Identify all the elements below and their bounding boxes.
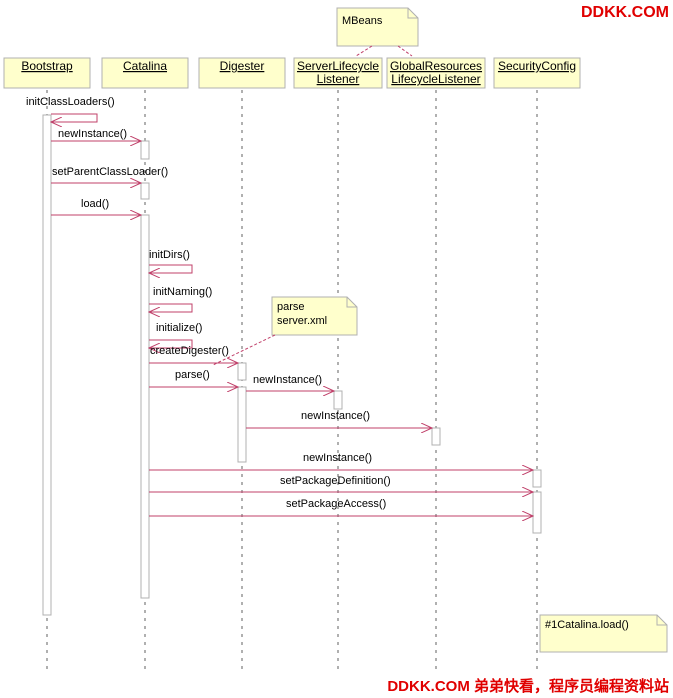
watermark-bottom: DDKK.COM 弟弟快看，程序员编程资料站: [387, 678, 669, 695]
activation-bootstrap: [42, 114, 52, 616]
note-catalina-load-text: #1Catalina.load(): [545, 619, 629, 631]
participant-catalina-label: Catalina: [123, 59, 167, 73]
message-label-newinstance-catalina: newInstance(): [58, 128, 127, 140]
message-arrow-initclassloaders: [51, 113, 98, 122]
message-label-setpackageaccess: setPackageAccess(): [286, 498, 386, 510]
message-label-createdigester: createDigester(): [150, 345, 229, 357]
activation-serverlifecycle: [333, 390, 343, 410]
message-label-initialize: initialize(): [156, 322, 202, 334]
participant-bootstrap[interactable]: Bootstrap: [3, 57, 91, 89]
activation-catalina-2: [140, 182, 150, 200]
participant-digester-label: Digester: [220, 59, 265, 73]
message-arrow-initialize: [149, 339, 193, 348]
message-label-newinstance-securityconfig: newInstance(): [303, 452, 372, 464]
message-label-initdirs: initDirs(): [149, 249, 190, 261]
participant-securityconfig-label: SecurityConfig: [498, 59, 576, 73]
participant-globalresources-label-1: GlobalResources: [390, 59, 482, 73]
note-parse-connector: [212, 334, 276, 366]
message-label-initclassloaders: initClassLoaders(): [26, 96, 115, 108]
participant-globalresources-label-2: LifecycleListener: [391, 72, 480, 86]
message-labels: initClassLoaders() newInstance() setPare…: [26, 96, 391, 510]
messages: [51, 113, 533, 516]
activation-securityconfig-1: [532, 469, 542, 488]
message-label-setparentclassloader: setParentClassLoader(): [52, 166, 168, 178]
activations: [42, 114, 542, 616]
activation-globalresources: [431, 427, 441, 446]
note-parse-text-2: server.xml: [277, 315, 327, 327]
activation-digester-2: [237, 386, 247, 463]
message-label-setpackagedefinition: setPackageDefinition(): [280, 475, 391, 487]
message-label-load: load(): [81, 198, 109, 210]
participant-serverlifecycle-label-2: Listener: [317, 72, 360, 86]
note-mbeans-text: MBeans: [342, 15, 383, 27]
message-label-initnaming: initNaming(): [153, 286, 212, 298]
participant-digester[interactable]: Digester: [198, 57, 286, 89]
participant-serverlifecycle-label-1: ServerLifecycle: [297, 59, 379, 73]
participant-bootstrap-label: Bootstrap: [21, 59, 73, 73]
activation-digester-1: [237, 362, 247, 381]
activation-catalina-1: [140, 140, 150, 160]
note-mbeans-connector-2: [397, 45, 413, 57]
participant-securityconfig[interactable]: SecurityConfig: [493, 57, 581, 89]
activation-securityconfig-2: [532, 491, 542, 534]
activation-catalina-3: [140, 214, 150, 599]
note-parse: parse server.xml: [212, 296, 358, 366]
note-mbeans-connector-1: [355, 45, 373, 57]
participant-serverlifecycle[interactable]: ServerLifecycle Listener: [293, 57, 383, 89]
message-label-parse: parse(): [175, 369, 210, 381]
participant-catalina[interactable]: Catalina: [101, 57, 189, 89]
note-catalina-load: #1Catalina.load(): [539, 614, 668, 653]
message-label-newinstance-serverlifecycle: newInstance(): [253, 374, 322, 386]
message-arrow-initdirs: [149, 264, 193, 273]
message-arrow-initnaming: [149, 303, 193, 312]
participant-globalresources[interactable]: GlobalResources LifecycleListener: [386, 57, 486, 89]
note-mbeans: MBeans: [336, 7, 419, 57]
message-label-newinstance-globalresources: newInstance(): [301, 410, 370, 422]
watermark-top: DDKK.COM: [581, 4, 669, 21]
note-parse-text-1: parse: [277, 301, 305, 313]
